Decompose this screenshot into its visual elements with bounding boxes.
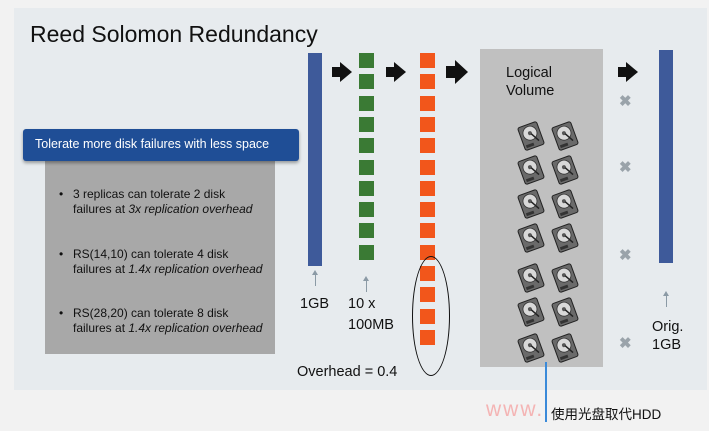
- original-data-bar: [308, 53, 322, 266]
- bullet-emph: 3x replication overhead: [128, 201, 253, 216]
- arrow-right-icon: [386, 62, 406, 82]
- arrow-right-icon: [618, 62, 638, 82]
- label-overhead: Overhead = 0.4: [297, 364, 398, 380]
- hdd-icon: [516, 223, 546, 253]
- hdd-icon: [550, 333, 580, 363]
- data-chunks-column: [359, 53, 374, 273]
- arrow-right-icon: [446, 60, 468, 84]
- hdd-icon: [516, 333, 546, 363]
- chunk-block: [420, 95, 435, 111]
- chunk-block: [359, 180, 374, 196]
- bullet-emph: 1.4x replication overhead: [128, 320, 263, 335]
- chunk-block: [359, 202, 374, 218]
- chunk-block: [359, 116, 374, 132]
- label-orig: Orig.: [652, 319, 684, 335]
- bullet-text: RS(14,10) can tolerate 4 disk failures a…: [73, 247, 229, 276]
- chunk-block: [420, 138, 435, 154]
- failed-disk-mark: ✖: [619, 247, 632, 264]
- hdd-icon: [550, 189, 580, 219]
- up-arrow: [312, 270, 318, 286]
- tolerance-header: Tolerate more disk failures with less sp…: [23, 129, 299, 161]
- chunk-block: [359, 244, 374, 260]
- caption-pointer-line: [545, 362, 547, 422]
- up-arrow: [363, 276, 369, 292]
- chunk-block: [359, 138, 374, 154]
- restored-data-bar: [659, 50, 673, 263]
- failed-disk-mark: ✖: [619, 335, 632, 352]
- label-chunks-count: 10 x: [348, 296, 376, 312]
- up-arrow: [663, 291, 669, 307]
- chunk-block: [420, 244, 435, 260]
- chunk-block: [420, 74, 435, 90]
- chunk-block: [359, 223, 374, 239]
- label-chunks-size: 100MB: [348, 317, 394, 333]
- chunk-block: [420, 202, 435, 218]
- label-1gb: 1GB: [300, 296, 330, 312]
- chunk-block: [420, 159, 435, 175]
- bullet-text: RS(28,20) can tolerate 8 disk failures a…: [73, 306, 229, 335]
- chunk-block: [359, 53, 374, 68]
- logical-volume-panel: Logical Volume: [480, 49, 603, 367]
- hdd-icon: [516, 155, 546, 185]
- slide: Reed Solomon Redundancy • 3 replicas can…: [14, 8, 707, 390]
- chunk-block: [359, 159, 374, 175]
- hdd-icon: [516, 263, 546, 293]
- chunk-block: [420, 116, 435, 132]
- hdd-icon: [516, 121, 546, 151]
- bullet-text: 3 replicas can tolerate 2 disk failures …: [73, 187, 226, 216]
- slide-title: Reed Solomon Redundancy: [30, 21, 318, 47]
- failed-disk-mark: ✖: [619, 93, 632, 110]
- hdd-icon: [550, 297, 580, 327]
- chunk-block: [359, 74, 374, 90]
- hdd-icon: [550, 155, 580, 185]
- hdd-icon: [550, 223, 580, 253]
- tolerance-panel: • 3 replicas can tolerate 2 disk failure…: [45, 156, 275, 354]
- chunk-block: [420, 53, 435, 68]
- bullet-rs-28-20: • RS(28,20) can tolerate 8 disk failures…: [59, 306, 263, 335]
- caption-text: 使用光盘取代HDD: [551, 407, 662, 422]
- chunk-block: [359, 95, 374, 111]
- chunk-block: [420, 180, 435, 196]
- watermark: www.: [486, 398, 545, 421]
- hdd-icon: [516, 189, 546, 219]
- hdd-icon: [550, 121, 580, 151]
- hdd-icon: [550, 263, 580, 293]
- arrow-right-icon: [332, 62, 352, 82]
- failed-disk-mark: ✖: [619, 159, 632, 176]
- parity-highlight-oval: [412, 256, 450, 376]
- bullet-rs-14-10: • RS(14,10) can tolerate 4 disk failures…: [59, 247, 263, 276]
- hdd-icon: [516, 297, 546, 327]
- label-orig-size: 1GB: [652, 337, 682, 353]
- logical-volume-label: Logical Volume: [506, 65, 555, 99]
- bullet-emph: 1.4x replication overhead: [128, 261, 263, 276]
- chunk-block: [420, 223, 435, 239]
- bullet-3-replicas: • 3 replicas can tolerate 2 disk failure…: [59, 187, 253, 216]
